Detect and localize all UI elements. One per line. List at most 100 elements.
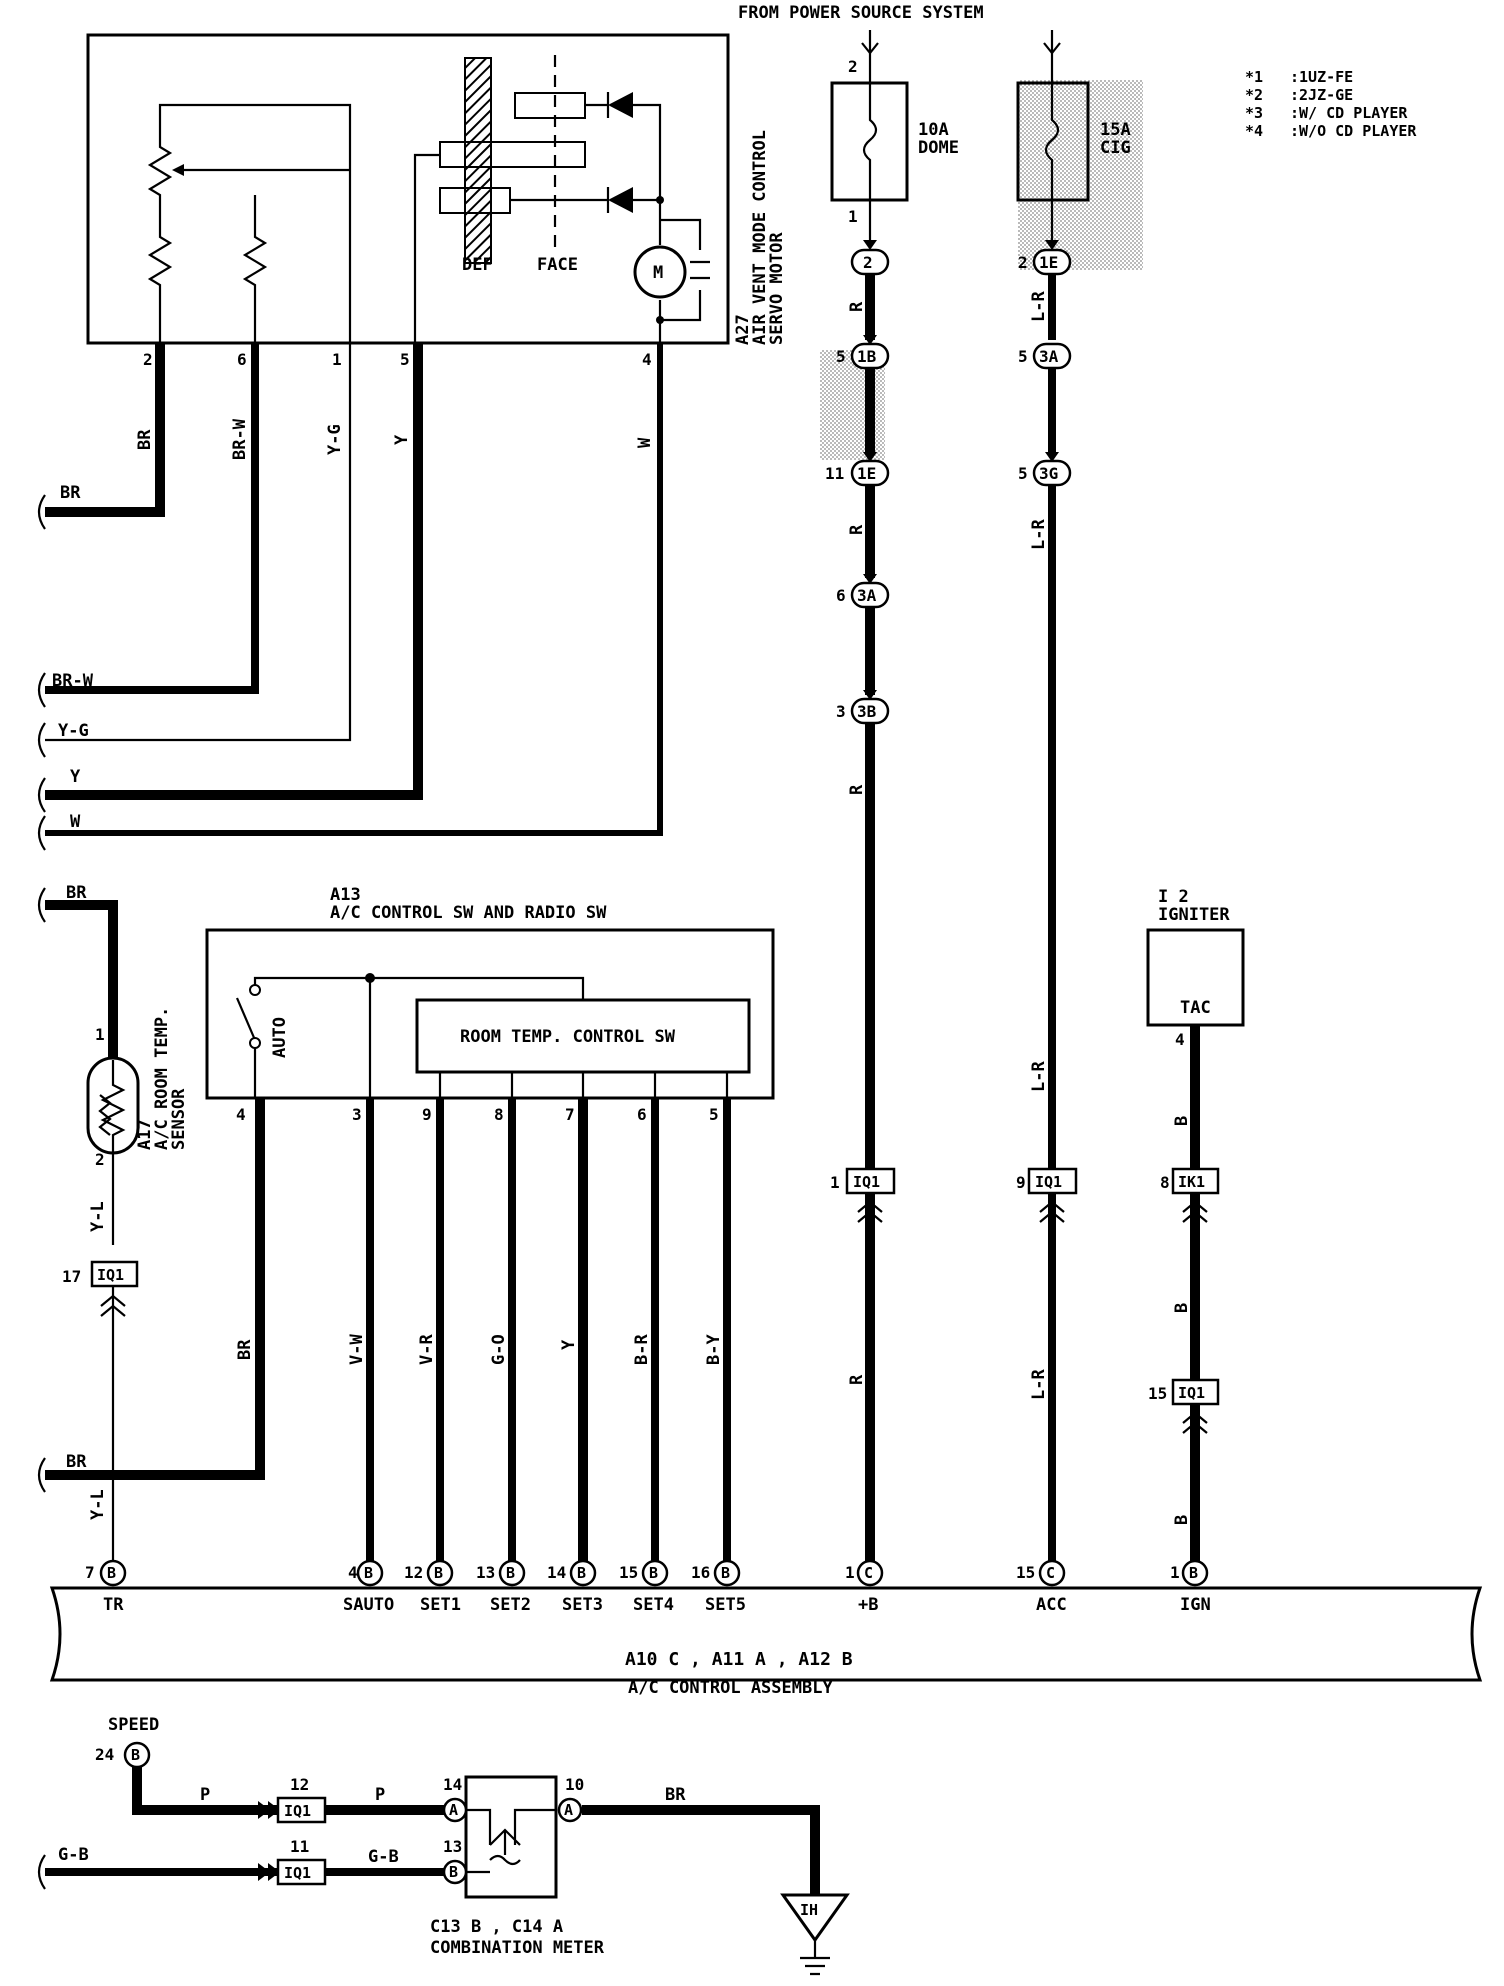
servo-pin-1: 1 (332, 350, 342, 369)
term-name-tr: TR (103, 1595, 124, 1615)
term-pin-tr: 7 (85, 1563, 95, 1582)
speed-pin: 24 (95, 1745, 114, 1764)
bracket-group (37, 672, 46, 851)
motor-junction (656, 316, 664, 324)
igniter-iq-id: IQ1 (1178, 1384, 1205, 1402)
sensor-pin-top: 1 (95, 1025, 105, 1044)
cig-conn-1e-pin: 2 (1018, 253, 1028, 272)
note-mark-2: *2 (1245, 86, 1263, 104)
note-text-3: :W/ CD PLAYER (1290, 104, 1408, 122)
igniter-wire-b2: B (1172, 1303, 1192, 1313)
servo-wires: BR BR-W Y-G Y W (45, 343, 663, 836)
term-conn-sauto-id: B (364, 1564, 373, 1582)
note-text-1: :1UZ-FE (1290, 68, 1353, 86)
sensor-wire-bottom-2: Y-L (88, 1489, 108, 1520)
def-hatched-bar (464, 57, 492, 264)
dome-wire-r2: R (847, 524, 867, 535)
def-label: DEF (462, 255, 493, 275)
cig-arrow-0-icon (1045, 240, 1059, 250)
term-conn-set3 (569, 1559, 597, 1587)
sensor-wire-top: BR (66, 883, 87, 903)
sensor-pin-bottom: 2 (95, 1150, 105, 1169)
igniter-name: IGNITER (1158, 905, 1230, 925)
term-pin-set3: 14 (547, 1563, 566, 1582)
term-conn-set5-id: B (721, 1564, 730, 1582)
meter-iq-bot-id: IQ1 (284, 1864, 311, 1882)
ground-triangle-icon (780, 1893, 850, 1943)
dome-conn-1b-pin: 5 (836, 347, 846, 366)
cig-fuse-name: CIG (1100, 138, 1131, 158)
servo-motor-a27: DEF FACE M A27 AIR VENT MODE CONTROL SER… (86, 33, 787, 369)
meter-id: C13 B , C14 A (430, 1917, 563, 1937)
sensor-id: A17 (135, 1119, 155, 1150)
term-conn-ign-id: B (1189, 1564, 1198, 1582)
igniter-iq-arrow-icon (1182, 1411, 1208, 1434)
meter-box (464, 1775, 558, 1899)
a13-pin-4: 4 (236, 1105, 246, 1124)
speed-circuit: SPEED 24 B P P 12 IQ1 G-B G-B 11 IQ1 14 … (37, 1715, 850, 1976)
power-source-label: FROM POWER SOURCE SYSTEM (738, 3, 984, 23)
cig-line: 15A CIG 2 1E 5 3A 5 3G L-R L-R L-R L-R 9… (1016, 30, 1143, 1573)
left-wire-brw: BR-W (52, 671, 94, 691)
a13-pin-8: 8 (494, 1105, 504, 1124)
term-name-set5: SET5 (705, 1595, 746, 1615)
igniter-wire-b3: B (1172, 1515, 1192, 1525)
sensor-wire-bottom-1: Y-L (88, 1201, 108, 1232)
term-pin-set1: 12 (404, 1563, 423, 1582)
dome-arrow-4-icon (863, 690, 877, 700)
ac-control-assembly: A10 C , A11 A , A12 B A/C CONTROL ASSEMB… (49, 1559, 1483, 1698)
term-name-acc: ACC (1036, 1595, 1067, 1615)
a13-wire-vr: V-R (417, 1334, 437, 1365)
dome-conn-1b-id: 1B (857, 347, 877, 366)
wire-br-ground (582, 1805, 820, 1895)
dome-fuse-pin-in: 2 (848, 57, 858, 76)
term-conn-set2 (498, 1559, 526, 1587)
sensor-name: A17 A/C ROOM TEMP. SENSOR (135, 1007, 189, 1150)
igniter-ik-connector (1171, 1167, 1220, 1195)
cig-wire-lr3: L-R (1029, 1061, 1049, 1092)
left-wire-br: BR (60, 483, 81, 503)
term-conn-ign (1181, 1559, 1209, 1587)
term-pin-sauto: 4 (348, 1563, 358, 1582)
left-wire-yg: Y-G (58, 721, 89, 741)
cig-wire-lr1: L-R (1029, 291, 1049, 322)
note-text-2: :2JZ-GE (1290, 86, 1353, 104)
dome-line: 2 10A DOME 1 2 5 1B 11 1E 6 3A 3 3B R R … (820, 30, 959, 1573)
servo-wire-yg: Y-G (325, 424, 345, 455)
potentiometer-path (147, 103, 352, 343)
wire-br-ground-label: BR (665, 1785, 686, 1805)
dome-conn-3a-pin: 6 (836, 586, 846, 605)
wire-p-label-1: P (200, 1785, 210, 1805)
term-pin-b: 1 (845, 1563, 855, 1582)
cig-conn-3g (1032, 459, 1072, 487)
meter-iq-bot-pin: 11 (290, 1837, 309, 1856)
dome-conn-2-id: 2 (863, 253, 873, 272)
term-name-set4: SET4 (633, 1595, 674, 1615)
igniter-terminal: TAC (1180, 998, 1211, 1018)
dome-arrow-1-icon (863, 335, 877, 345)
a13-wire-br4: B-R (632, 1334, 652, 1365)
meter-pin-13: 13 (443, 1837, 462, 1856)
speed-conn-id: B (131, 1746, 140, 1764)
wire-brw-stripe (45, 343, 257, 692)
servo-pin-5: 5 (400, 350, 410, 369)
a13-box (205, 928, 775, 1100)
cig-conn-1e (1032, 248, 1072, 276)
cig-conn-3g-pin: 5 (1018, 464, 1028, 483)
dome-iq-connector (845, 1167, 896, 1195)
room-sw-legs (438, 1072, 729, 1098)
term-conn-set1 (426, 1559, 454, 1587)
cig-conn-3a (1032, 342, 1072, 370)
meter-pin-14: 14 (443, 1775, 462, 1794)
meter-conn-10-id: A (564, 1801, 573, 1819)
a13-pin-7: 7 (565, 1105, 575, 1124)
dome-conn-3b (850, 697, 890, 725)
p-arrows-icon (258, 1801, 280, 1819)
term-name-sauto: SAUTO (343, 1595, 394, 1615)
diode-upper-icon (608, 92, 633, 118)
wire-br-a13 (45, 1098, 265, 1480)
term-conn-acc-id: C (1046, 1564, 1055, 1582)
a13-wire-br: BR (235, 1339, 255, 1360)
a13-wires: BR V-W V-R G-O Y B-R B-Y (235, 1098, 731, 1573)
